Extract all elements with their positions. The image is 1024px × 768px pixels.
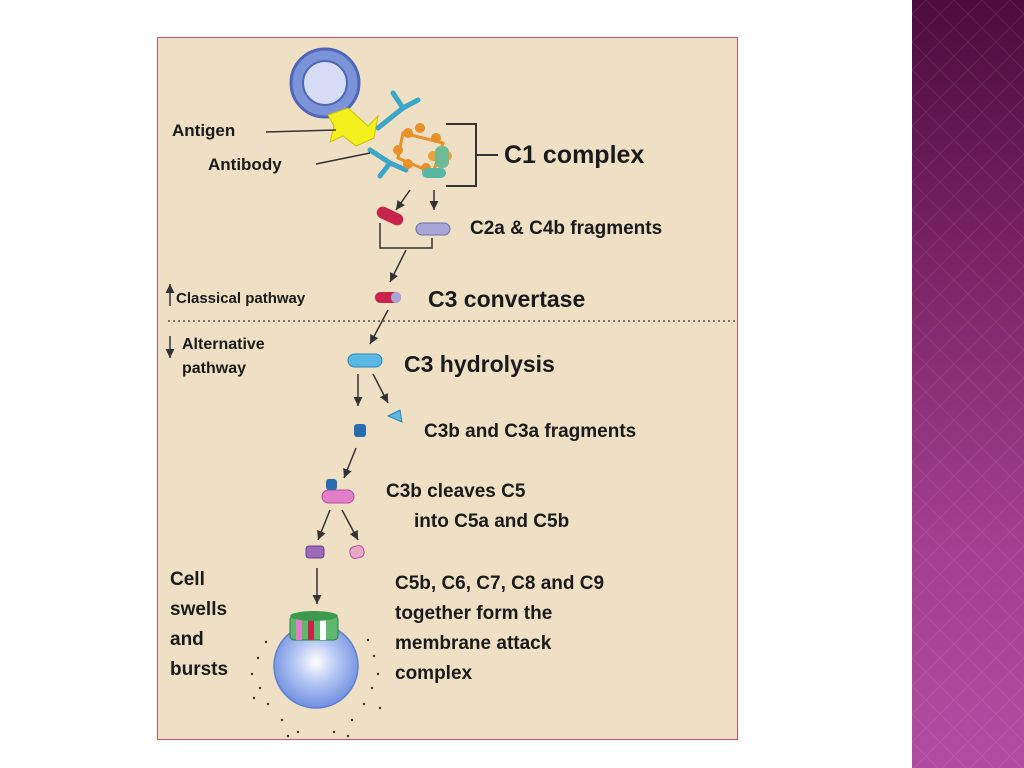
c1-complex-label: C1 complex bbox=[504, 141, 645, 169]
decorative-sidebar bbox=[912, 0, 1024, 768]
antigen-label: Antigen bbox=[172, 121, 236, 140]
c3b-c5-complex-icon bbox=[321, 479, 355, 504]
c5b-fragment-icon bbox=[305, 545, 325, 559]
c3-convertase-icon bbox=[375, 292, 401, 303]
c5a-fragment-icon bbox=[349, 545, 365, 559]
complement-pathway-diagram: Antigen Antibody C1 complex C2a & C4b fr… bbox=[157, 37, 738, 740]
mac-description-line3: membrane attack bbox=[395, 633, 552, 654]
antibody-label: Antibody bbox=[208, 155, 282, 174]
classical-pathway-label: Classical pathway bbox=[176, 290, 306, 307]
c2a-fragment-icon bbox=[376, 206, 404, 226]
antigen-icon bbox=[327, 107, 379, 147]
cell-swells-label-line3: and bbox=[170, 629, 204, 650]
cell-swells-label-line4: bursts bbox=[170, 659, 229, 680]
c3-icon bbox=[347, 353, 383, 368]
diamond-pattern bbox=[912, 0, 1024, 768]
alternative-pathway-label-line1: Alternative bbox=[182, 336, 265, 353]
cell-swells-label-line2: swells bbox=[170, 599, 228, 620]
c3-hydrolysis-label: C3 hydrolysis bbox=[404, 351, 555, 377]
c3a-fragment-icon bbox=[386, 409, 403, 423]
mac-description-line4: complex bbox=[395, 663, 473, 684]
cell-swells-label-line1: Cell bbox=[170, 569, 205, 590]
mac-description-line2: together form the bbox=[395, 603, 553, 624]
c2a-c4b-fragments-label: C2a & C4b fragments bbox=[470, 218, 663, 239]
lysing-cell-icon bbox=[250, 611, 382, 738]
c3b-cleaves-c5-label-line2: into C5a and C5b bbox=[414, 511, 570, 532]
c3-convertase-label: C3 convertase bbox=[428, 286, 586, 312]
c1q-complex-icon bbox=[393, 123, 452, 178]
mac-description-line1: C5b, C6, C7, C8 and C9 bbox=[395, 573, 605, 594]
c3b-c3a-fragments-label: C3b and C3a fragments bbox=[424, 421, 637, 442]
target-cell-icon bbox=[289, 47, 361, 119]
c3b-cleaves-c5-label-line1: C3b cleaves C5 bbox=[386, 481, 526, 502]
antibody-icon bbox=[367, 90, 421, 179]
alternative-pathway-label-line2: pathway bbox=[182, 360, 247, 377]
diagram-graphics bbox=[165, 47, 737, 738]
c3b-fragment-icon bbox=[354, 424, 366, 437]
c4b-fragment-icon bbox=[415, 222, 451, 236]
